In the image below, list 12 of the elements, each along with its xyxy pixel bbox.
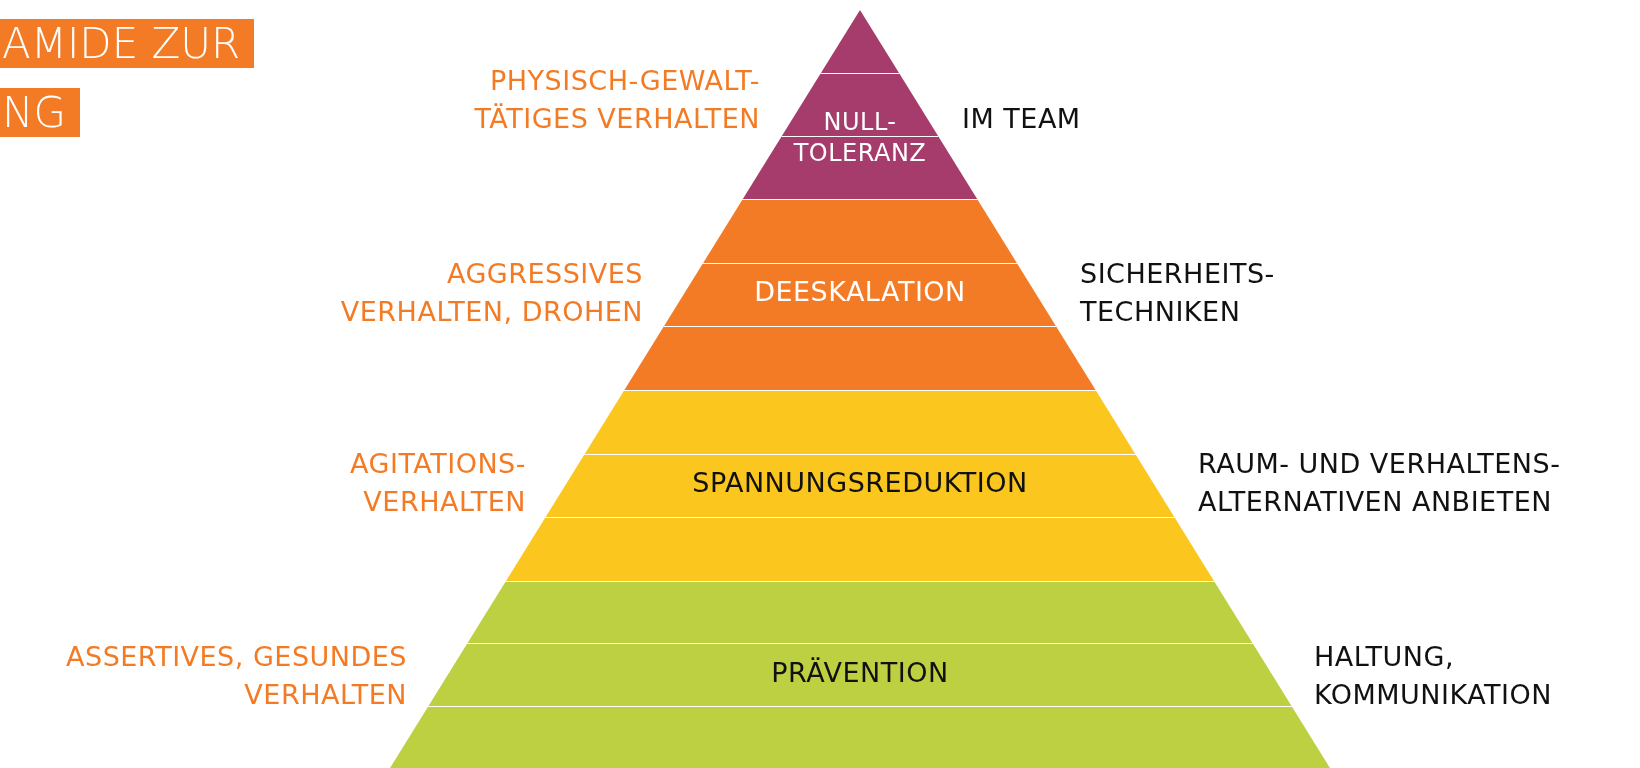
measure-label: RAUM- UND VERHALTENS- ALTERNATIVEN ANBIETEN	[1198, 447, 1562, 519]
level-label: SPANNUNGSREDUKTION	[691, 467, 1029, 499]
measure-label: HALTUNG, KOMMUNIKATION	[1314, 640, 1553, 712]
level-label: NULL- TOLERANZ	[792, 107, 928, 170]
behavior-label: PHYSISCH-GEWALT- TÄTIGES VERHALTEN	[473, 64, 760, 136]
measure-label: SICHERHEITS- TECHNIKEN	[1080, 257, 1276, 329]
measure-label: IM TEAM	[962, 102, 1082, 136]
behavior-label: ASSERTIVES, GESUNDES VERHALTEN	[65, 640, 407, 712]
behavior-label: AGITATIONS- VERHALTEN	[349, 447, 526, 519]
behavior-label: AGGRESSIVES VERHALTEN, DROHEN	[339, 257, 643, 329]
level-label: DEESKALATION	[753, 276, 967, 308]
level-label: PRÄVENTION	[770, 656, 950, 688]
